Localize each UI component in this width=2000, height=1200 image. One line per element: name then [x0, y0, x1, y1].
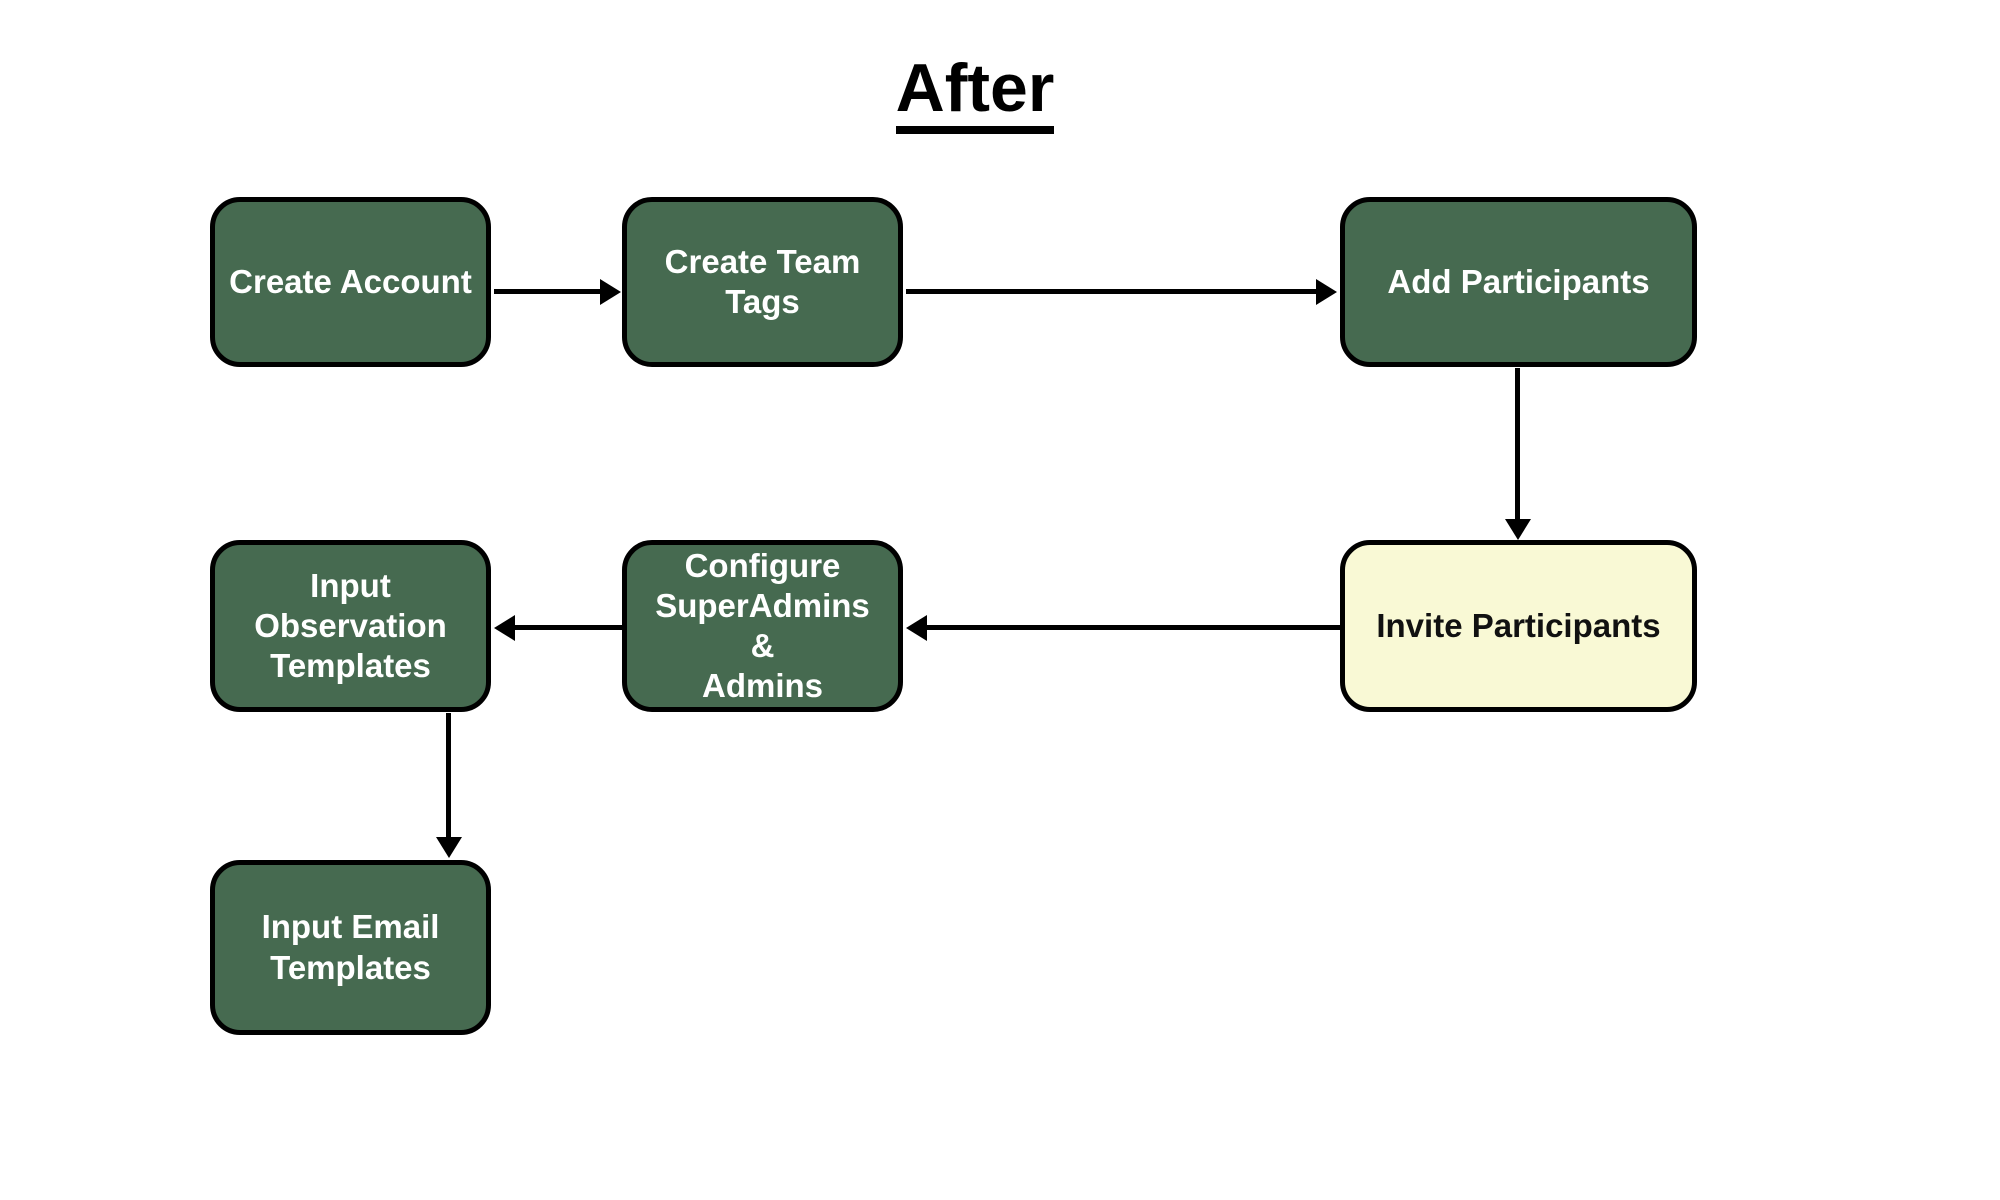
- arrow-invite-participants-to-configure-admins: [906, 615, 1342, 641]
- arrow-configure-admins-to-input-observation-templates: [494, 615, 624, 641]
- arrow-add-participants-to-invite-participants: [1505, 368, 1531, 543]
- page-title-text: After: [895, 54, 1055, 134]
- node-input-observation-templates[interactable]: Input Observation Templates: [210, 540, 491, 712]
- arrow-create-team-tags-to-add-participants: [906, 279, 1342, 305]
- arrow-input-observation-templates-to-input-email-templates: [436, 713, 462, 861]
- node-configure-admins[interactable]: Configure SuperAdmins & Admins: [622, 540, 903, 712]
- node-input-email-templates[interactable]: Input Email Templates: [210, 860, 491, 1035]
- node-create-account[interactable]: Create Account: [210, 197, 491, 367]
- node-invite-participants[interactable]: Invite Participants: [1340, 540, 1697, 712]
- node-create-team-tags[interactable]: Create Team Tags: [622, 197, 903, 367]
- arrow-create-account-to-create-team-tags: [494, 279, 624, 305]
- node-add-participants[interactable]: Add Participants: [1340, 197, 1697, 367]
- page-title: After: [0, 54, 1950, 134]
